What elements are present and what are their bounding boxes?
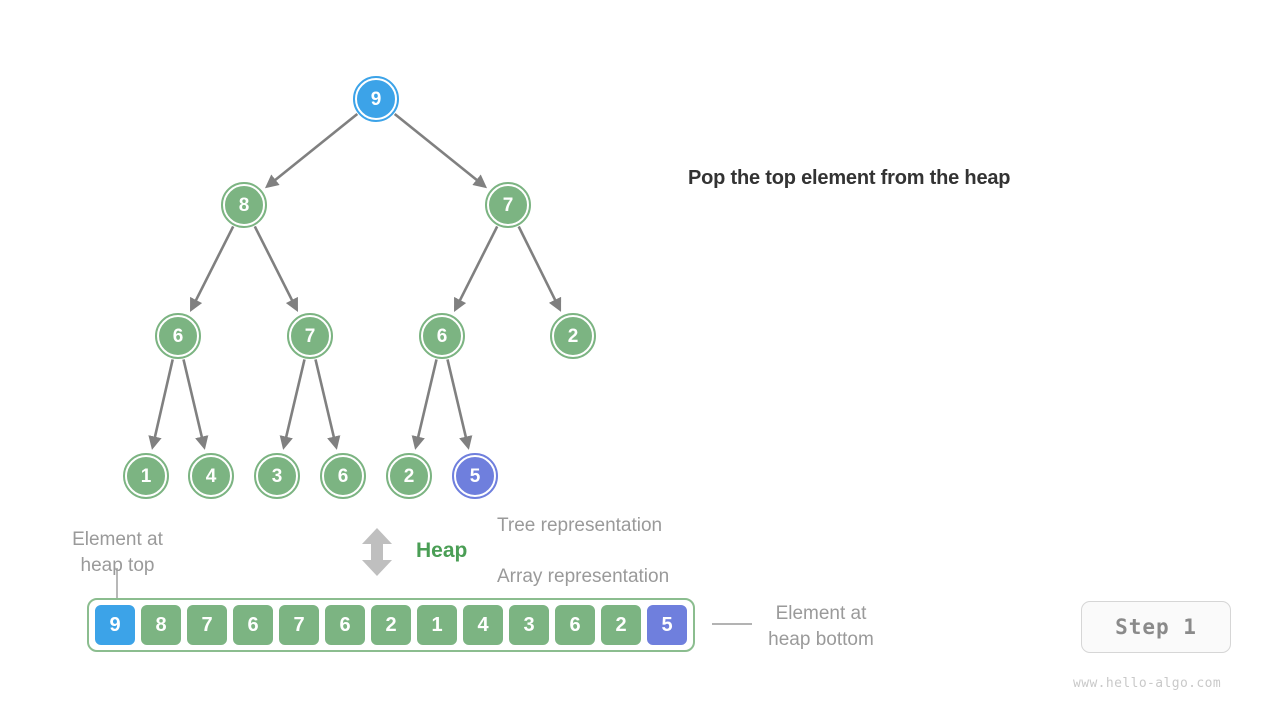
tree-node: 6 [419, 313, 465, 359]
tree-node-ring [320, 453, 366, 499]
array-cell: 5 [645, 603, 689, 647]
caption-heap-top-line1: Element at [72, 529, 163, 550]
tree-node: 2 [550, 313, 596, 359]
tree-node-value: 7 [304, 325, 316, 347]
tree-edge [190, 225, 235, 313]
tree-node-value: 6 [172, 325, 184, 347]
tree-node-ring [221, 182, 267, 228]
tree-node: 6 [155, 313, 201, 359]
watermark: www.hello-algo.com [1073, 676, 1222, 691]
array-cell-value: 1 [431, 613, 443, 636]
tree-node-ring [419, 313, 465, 359]
caption-heap-top: Element at heap top [60, 527, 175, 579]
tree-edge [253, 225, 298, 313]
tree-node: 9 [353, 76, 399, 122]
array-cell-value: 5 [661, 613, 673, 636]
tree-edge [279, 359, 306, 450]
heap-label: Heap [416, 539, 468, 562]
array-cell: 4 [461, 603, 505, 647]
array-cell: 7 [185, 603, 229, 647]
array-cell-value: 7 [201, 613, 213, 636]
tree-node-ring [155, 313, 201, 359]
tree-edge [517, 225, 562, 312]
array-cell: 6 [553, 603, 597, 647]
tree-node-value: 9 [370, 88, 382, 110]
caption-array-representation: Array representation [497, 566, 670, 587]
array-cell: 6 [323, 603, 367, 647]
array-cell-value: 4 [477, 613, 489, 636]
array-cell-value: 3 [523, 613, 535, 636]
tree-edge [264, 112, 359, 189]
tree-node-ring [287, 313, 333, 359]
tree-node-value: 2 [403, 465, 415, 487]
tree-node-ring [386, 453, 432, 499]
double-arrow-vertical-icon [362, 528, 392, 576]
tree-edge [314, 359, 341, 450]
array-cell-value: 2 [385, 613, 397, 636]
tree-node-value: 6 [436, 325, 448, 347]
tree-edge [182, 359, 209, 450]
tree-node-ring [123, 453, 169, 499]
tree-edge [411, 359, 438, 450]
array-cell: 3 [507, 603, 551, 647]
array-cell-value: 8 [155, 613, 167, 636]
tree-edge [454, 225, 499, 313]
tree-node: 3 [254, 453, 300, 499]
array-cell: 9 [93, 603, 137, 647]
tree-node-value: 6 [337, 465, 349, 487]
step-badge: Step 1 [1081, 601, 1231, 653]
tree-node-value: 4 [205, 465, 217, 487]
array-cell-value: 2 [615, 613, 627, 636]
tree-node-ring [353, 76, 399, 122]
page-title: Pop the top element from the heap [688, 167, 1011, 189]
tree-node: 1 [123, 453, 169, 499]
tree-node-ring [254, 453, 300, 499]
caption-heap-bottom-line1: Element at [775, 603, 867, 624]
caption-heap-bottom-line2: heap bottom [768, 629, 874, 651]
tree-node-value: 7 [502, 194, 514, 216]
tree-edge [446, 359, 473, 450]
tree-node-value: 1 [140, 465, 152, 487]
array-cell-value: 7 [293, 613, 305, 636]
array-cell-value: 9 [109, 613, 121, 636]
tree-node: 8 [221, 182, 267, 228]
tree-node-value: 3 [271, 465, 283, 487]
tree-node: 4 [188, 453, 234, 499]
tree-node: 2 [386, 453, 432, 499]
array-cell: 2 [369, 603, 413, 647]
caption-heap-top-line2: heap top [80, 555, 155, 577]
tree-edge-group [148, 112, 562, 450]
tree-node-value: 8 [238, 194, 250, 216]
array-cell: 8 [139, 603, 183, 647]
tree-edge [148, 359, 174, 450]
tree-node-ring [485, 182, 531, 228]
array-cell: 7 [277, 603, 321, 647]
tree-node-value: 5 [469, 465, 481, 487]
caption-tree-representation: Tree representation [497, 515, 663, 536]
tree-node: 6 [320, 453, 366, 499]
array-representation: 9 8 7 6 7 6 2 1 4 3 6 2 5 [87, 598, 695, 652]
array-cell-value: 6 [247, 613, 259, 636]
tree-node: 7 [485, 182, 531, 228]
tree-node: 5 [452, 453, 498, 499]
tree-node: 7 [287, 313, 333, 359]
array-cell: 6 [231, 603, 275, 647]
array-cell: 1 [415, 603, 459, 647]
tree-node-value: 2 [567, 325, 579, 347]
tree-node-ring [188, 453, 234, 499]
array-cell-value: 6 [339, 613, 351, 636]
array-cell-value: 6 [569, 613, 581, 636]
array-cell: 2 [599, 603, 643, 647]
tree-node-ring [452, 453, 498, 499]
tree-edge [393, 112, 488, 189]
caption-heap-bottom: Element at heap bottom [752, 601, 890, 653]
tree-node-ring [550, 313, 596, 359]
